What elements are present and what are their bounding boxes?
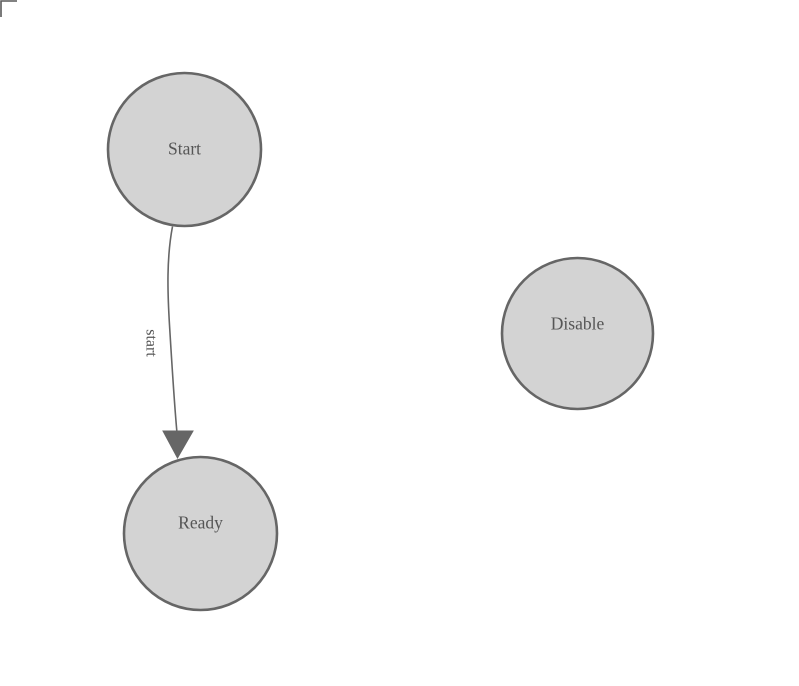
crop-corner-mark-icon xyxy=(0,0,17,17)
node-start[interactable]: Start xyxy=(106,71,263,228)
edge-label-start: start xyxy=(142,329,159,357)
node-start-label: Start xyxy=(168,139,201,159)
edge-arrowhead-icon xyxy=(162,430,194,460)
edge-start-to-ready[interactable]: start xyxy=(142,226,194,460)
node-disable-label: Disable xyxy=(551,314,605,334)
node-ready-label: Ready xyxy=(178,513,223,533)
edge-path xyxy=(167,226,178,434)
node-ready-circle[interactable] xyxy=(122,455,279,612)
node-ready[interactable]: Ready xyxy=(122,455,279,612)
node-disable-circle[interactable] xyxy=(500,256,655,411)
node-start-circle[interactable] xyxy=(106,71,263,228)
node-disable[interactable]: Disable xyxy=(500,256,655,411)
